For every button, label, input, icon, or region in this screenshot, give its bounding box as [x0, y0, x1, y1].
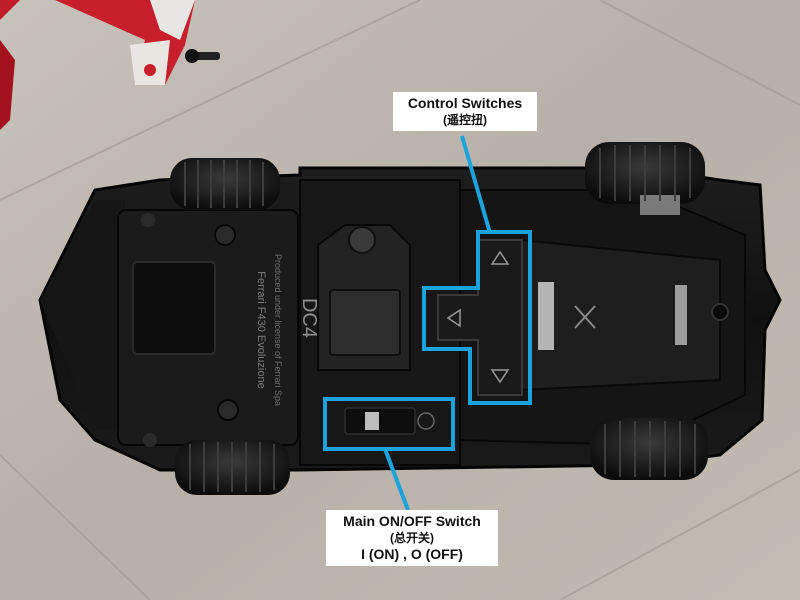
control-switches-highlight — [422, 230, 532, 405]
red-toy-part — [0, 0, 195, 130]
main-switch-detail: I (ON) , O (OFF) — [361, 545, 463, 562]
car-side-text: Ferrari F430 Evoluzione — [255, 271, 267, 388]
control-switches-subtitle: (遥控扭) — [443, 112, 487, 127]
control-switches-pad — [437, 239, 523, 396]
main-on-off-switch — [344, 407, 435, 435]
main-switch-title: Main ON/OFF Switch — [343, 513, 481, 529]
wheel-front-top — [585, 142, 705, 215]
car-model-code: DC4 — [298, 298, 320, 338]
wheel-rear-bottom — [175, 440, 290, 495]
control-switches-title: Control Switches — [407, 95, 523, 111]
control-switches-callout: Control Switches (遥控扭) — [393, 92, 537, 131]
rc-car-underside — [38, 166, 782, 472]
screw — [185, 49, 220, 63]
control-switches-leader — [460, 135, 492, 234]
main-switch-leader — [383, 448, 410, 511]
main-switch-callout: Main ON/OFF Switch (总开关) I (ON) , O (OFF… — [326, 510, 498, 566]
main-switch-subtitle: (总开关) — [390, 530, 434, 545]
wheel-rear-top — [170, 158, 280, 210]
main-switch-highlight — [323, 397, 455, 451]
wheel-front-bottom — [590, 418, 708, 480]
car-license-text: Produced under license of Ferrari Spa — [273, 254, 283, 406]
